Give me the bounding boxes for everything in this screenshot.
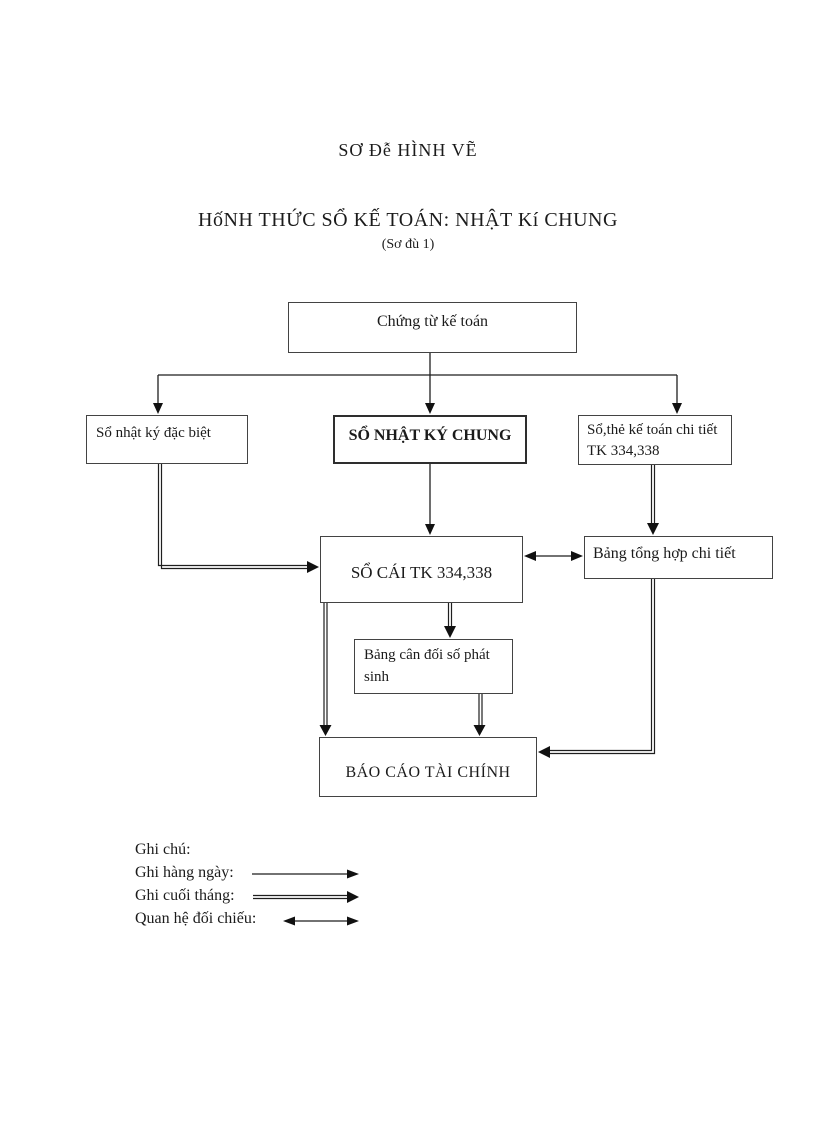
legend-item-monthly: Ghi cuối tháng: — [135, 887, 235, 904]
arrowhead-down-center-box — [425, 403, 435, 414]
diagram-subheading: (Sơ đù 1) — [381, 237, 435, 252]
edge-socai-baocao — [323, 603, 328, 725]
arrowhead-down-left-box — [153, 403, 163, 414]
arrowhead-baocao-top-right — [473, 725, 486, 736]
page-title: SƠ Đễ HÌNH VẼ — [338, 140, 478, 160]
edge-sothe-bth — [650, 465, 656, 523]
edge-socai-bcd — [447, 603, 453, 626]
arrowhead-socai-top — [425, 524, 435, 535]
legend-double-arrow — [253, 894, 347, 900]
legend-item-daily: Ghi hàng ngày: — [135, 864, 234, 881]
node-so-the-ke-toan-chi-tiet: Sổ,thẻ kế toán chi tiết TK 334,338 — [578, 415, 732, 465]
node-chung-tu-ke-toan: Chứng từ kế toán — [288, 302, 577, 353]
legend-single-arrowhead — [347, 869, 359, 879]
node-bang-tong-hop-chi-tiet: Bảng tổng hợp chi tiết — [584, 536, 773, 579]
arrowhead-baocao-top-left — [319, 725, 332, 736]
legend-twoheaded-arrowhead-left — [283, 916, 295, 926]
edge-bcd-baocao — [478, 694, 483, 725]
arrowhead-check-left — [524, 551, 536, 561]
arrowhead-bcd-top — [444, 626, 456, 638]
diagram-heading: HốNH THỨC SỔ KẾ TOÁN: NHẬT Kí CHUNG — [198, 209, 618, 231]
edge-bth-baocao-a — [550, 579, 653, 752]
node-so-cai: SỔ CÁI TK 334,338 — [320, 536, 523, 603]
node-so-nhat-ky-dac-biet: Sổ nhật ký đặc biệt — [86, 415, 248, 464]
node-bao-cao-tai-chinh: BÁO CÁO TÀI CHÍNH — [319, 737, 537, 797]
arrowhead-socai-left — [307, 561, 319, 573]
edge-bth-baocao-b — [550, 579, 656, 755]
legend-double-arrowhead — [347, 891, 359, 903]
node-so-nhat-ky-chung: SỔ NHẬT KÝ CHUNG — [333, 415, 527, 464]
arrowhead-check-right — [571, 551, 583, 561]
edge-chungtu-fanout — [157, 353, 678, 404]
arrowhead-baocao-right — [538, 746, 550, 758]
arrowhead-down-right-box — [672, 403, 682, 414]
arrowhead-bth-top — [647, 523, 659, 535]
legend-title: Ghi chú: — [135, 841, 191, 858]
legend-item-check: Quan hệ đối chiếu: — [135, 910, 257, 927]
edge-nkdb-socai-b — [160, 464, 307, 570]
legend-twoheaded-arrowhead-right — [347, 916, 359, 926]
node-bang-can-doi-so-phat-sinh: Bảng cân đối số phát sinh — [354, 639, 513, 694]
edge-nkdb-socai-a — [157, 464, 307, 567]
